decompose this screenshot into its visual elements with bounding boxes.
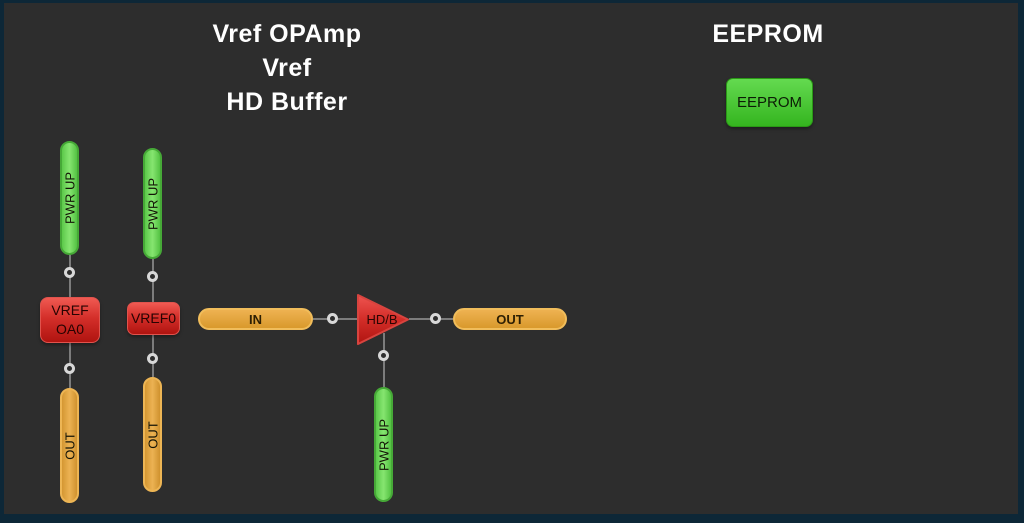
buffer-triangle-icon (357, 294, 409, 345)
connector-dot-hdb-pwr (378, 350, 389, 361)
node-vref-oa0-label1: VREF (51, 302, 89, 318)
eeprom-section-title: EEPROM (712, 20, 824, 48)
node-out-oa0-label: OUT (62, 431, 77, 460)
node-vref-oa0[interactable]: VREF OA0 (40, 297, 100, 343)
node-out-hdb[interactable]: OUT (453, 308, 567, 330)
node-eeprom-label: EEPROM (736, 94, 802, 111)
node-pwrup-oa0-label: PWR UP (62, 172, 77, 224)
node-in-hdb-label: IN (249, 311, 262, 327)
connector-dot-vref0-top (147, 271, 158, 282)
vref-title-line2: Vref (262, 54, 312, 82)
node-eeprom[interactable]: EEPROM (726, 78, 813, 127)
node-pwrup-hdb-label: PWR UP (376, 418, 391, 471)
node-hdb-label: HD/B (366, 312, 398, 327)
node-vref0-label: VREF0 (130, 310, 177, 326)
node-out-hdb-label: OUT (496, 311, 524, 327)
node-pwrup-vref0[interactable]: PWR UP (143, 148, 162, 259)
node-hdb-buffer[interactable]: HD/B (356, 293, 410, 346)
vref-title-line3: HD Buffer (226, 88, 348, 116)
diagram-canvas (4, 3, 1018, 514)
node-vref0[interactable]: VREF0 (127, 302, 180, 335)
connector-dot-oa0-bottom (64, 363, 75, 374)
connector-dot-hdb-in (327, 313, 338, 324)
vref-section-title: Vref OPAmp Vref HD Buffer (137, 17, 437, 119)
connector-dot-vref0-bottom (147, 353, 158, 364)
node-pwrup-oa0[interactable]: PWR UP (60, 141, 79, 255)
node-in-hdb[interactable]: IN (198, 308, 313, 330)
node-out-vref0-label: OUT (145, 420, 160, 449)
node-pwrup-hdb[interactable]: PWR UP (374, 387, 393, 502)
connector-dot-hdb-out (430, 313, 441, 324)
node-out-oa0[interactable]: OUT (60, 388, 79, 503)
node-out-vref0[interactable]: OUT (143, 377, 162, 492)
connector-dot-oa0-top (64, 267, 75, 278)
vref-title-line1: Vref OPAmp (212, 20, 362, 48)
node-vref-oa0-label2: OA0 (55, 321, 84, 337)
node-pwrup-vref0-label: PWR UP (145, 177, 160, 230)
